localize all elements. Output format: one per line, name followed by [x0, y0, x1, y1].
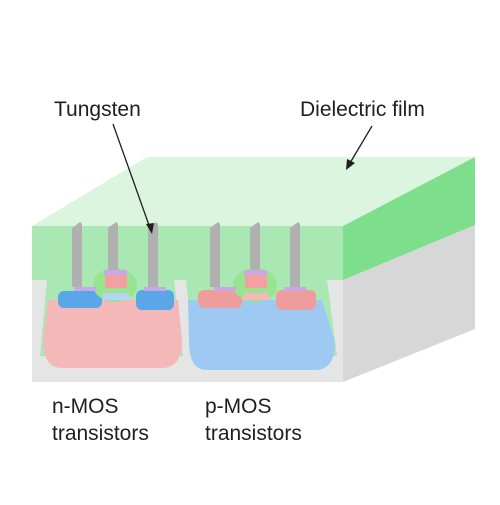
- p-mos-label-line1: p-MOS: [205, 395, 272, 418]
- n-mos-source: [58, 291, 102, 308]
- p-mos-silicide-right: [284, 287, 306, 291]
- tungsten-plug: [250, 222, 260, 270]
- n-mos-drain: [136, 290, 174, 310]
- dielectric-pointer-line: [349, 125, 373, 164]
- p-mos-gate: [245, 275, 267, 288]
- p-mos-source: [198, 290, 242, 308]
- tungsten-plug: [108, 222, 118, 270]
- n-mos-silicide-left: [74, 287, 96, 291]
- dielectric-arrowhead: [346, 159, 355, 170]
- p-mos-drain: [276, 290, 316, 310]
- substrate-side: [343, 225, 475, 382]
- p-mos-silicide-left: [214, 287, 236, 291]
- p-mos-gate-oxide: [244, 270, 267, 275]
- n-mos-well: [43, 300, 182, 368]
- tungsten-plug: [210, 222, 220, 287]
- tungsten-plug: [148, 222, 158, 287]
- tungsten-plug: [290, 222, 300, 287]
- tungsten-plug: [72, 222, 82, 287]
- n-mos-gate-oxide: [104, 270, 127, 275]
- n-mos-gate-base: [103, 293, 129, 300]
- tungsten-pointer-line: [112, 123, 151, 229]
- tungsten-arrowhead: [146, 223, 154, 234]
- n-mos-silicide-right: [144, 287, 166, 291]
- dielectric-side: [343, 157, 475, 280]
- p-mos-label-line2: transistors: [205, 422, 302, 445]
- n-mos-label-line2: transistors: [52, 422, 149, 445]
- tungsten-label: Tungsten: [54, 98, 141, 121]
- n-mos-gate: [105, 275, 127, 288]
- dielectric-film-label: Dielectric film: [300, 98, 425, 121]
- p-mos-gate-base: [243, 293, 269, 300]
- n-mos-label-line1: n-MOS: [52, 395, 119, 418]
- p-mos-well: [188, 300, 335, 370]
